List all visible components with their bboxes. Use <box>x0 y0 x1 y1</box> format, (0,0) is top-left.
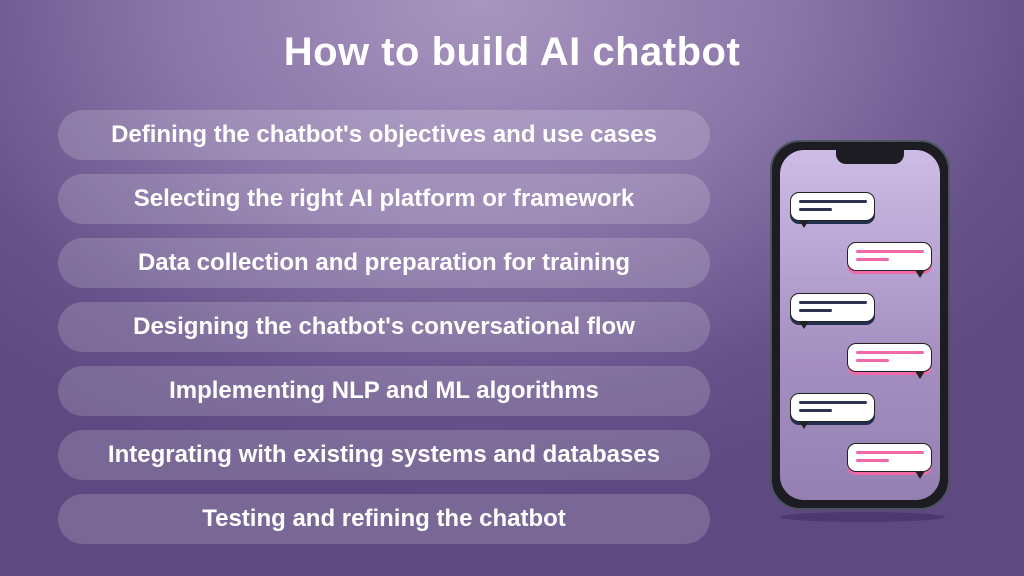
chat-bubble-outgoing-icon <box>847 443 932 479</box>
step-item: Selecting the right AI platform or frame… <box>58 174 710 224</box>
step-item: Implementing NLP and ML algorithms <box>58 366 710 416</box>
phone-screen <box>780 150 940 500</box>
chat-bubble-incoming-icon <box>790 393 875 429</box>
chat-bubble-incoming-icon <box>790 192 875 228</box>
phone-shadow <box>780 512 945 522</box>
chat-bubble-incoming-icon <box>790 293 875 329</box>
chat-bubble-outgoing-icon <box>847 343 932 379</box>
phone-illustration <box>770 140 950 510</box>
step-item: Integrating with existing systems and da… <box>58 430 710 480</box>
step-item: Defining the chatbot's objectives and us… <box>58 110 710 160</box>
step-item: Designing the chatbot's conversational f… <box>58 302 710 352</box>
step-item: Testing and refining the chatbot <box>58 494 710 544</box>
chat-bubble-outgoing-icon <box>847 242 932 278</box>
step-item: Data collection and preparation for trai… <box>58 238 710 288</box>
phone-notch <box>836 150 904 164</box>
steps-list: Defining the chatbot's objectives and us… <box>58 110 710 558</box>
page-title: How to build AI chatbot <box>283 30 741 74</box>
